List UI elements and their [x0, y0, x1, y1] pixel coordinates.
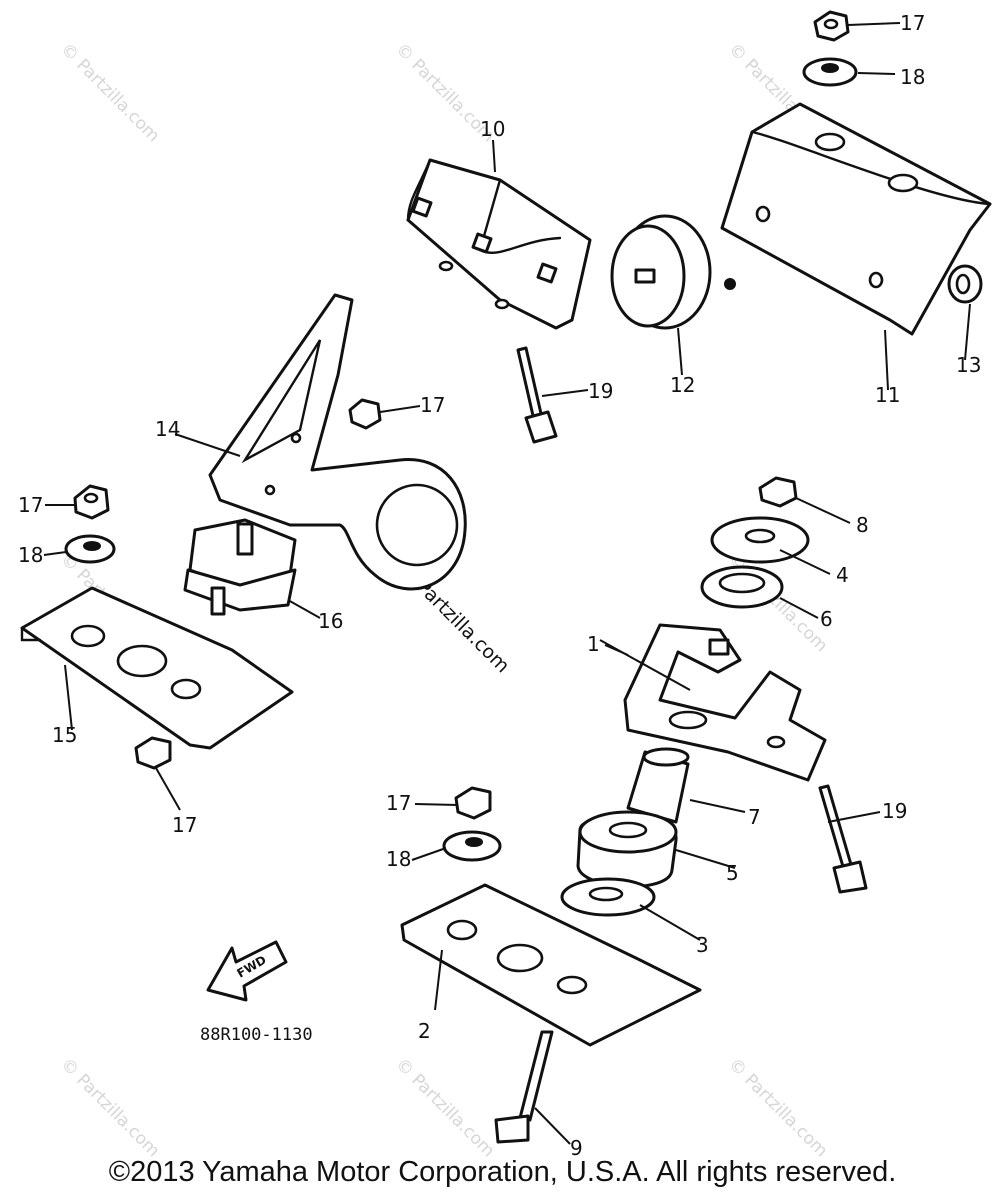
callout-6: 6 — [820, 607, 833, 631]
callout-18-center: 18 — [386, 847, 411, 871]
callout-17-top: 17 — [900, 11, 925, 35]
callout-17-left: 17 — [18, 493, 43, 517]
part-11-cover — [720, 102, 992, 336]
callout-5: 5 — [726, 861, 739, 885]
watermark: © Partzilla.com — [56, 1054, 163, 1161]
callout-3: 3 — [696, 933, 709, 957]
watermark: © Partzilla.com — [724, 1054, 831, 1161]
callout-9: 9 — [570, 1136, 583, 1160]
part-3-washer — [560, 877, 656, 917]
part-15-plate — [20, 586, 294, 750]
part-6-rubber — [700, 565, 784, 609]
callout-1: 1 — [587, 632, 600, 656]
callout-18-left: 18 — [18, 543, 43, 567]
part-19-bolt — [516, 346, 558, 444]
part-12-horn — [610, 214, 736, 330]
callout-12: 12 — [670, 373, 695, 397]
callout-17-center: 17 — [386, 791, 411, 815]
callout-16: 16 — [318, 609, 343, 633]
part-7-collar — [626, 747, 690, 824]
part-17-nut — [73, 484, 110, 520]
callout-18-top: 18 — [900, 65, 925, 89]
part-14-bracket — [208, 293, 467, 591]
callout-19-right: 19 — [882, 799, 907, 823]
part-18-washer — [442, 830, 502, 862]
watermark: © Partzilla.com — [56, 39, 163, 146]
part-17-nut — [348, 398, 382, 430]
part-5-rubber — [576, 810, 678, 888]
part-8-nut — [758, 476, 798, 508]
callout-7: 7 — [748, 805, 761, 829]
part-1-bracket — [623, 623, 827, 782]
part-17-nut — [813, 10, 850, 42]
part-13-screw — [947, 264, 983, 304]
part-16-rubber-mount — [183, 518, 297, 616]
part-10-bracket — [406, 158, 592, 330]
part-4-washer — [710, 516, 810, 564]
part-18-washer — [802, 57, 858, 87]
part-17-nut — [134, 736, 172, 770]
callout-14: 14 — [155, 417, 180, 441]
callout-4: 4 — [836, 563, 849, 587]
leader-lines — [43, 22, 971, 1145]
part-17-nut — [454, 786, 492, 820]
copyright-notice: ©2013 Yamaha Motor Corporation, U.S.A. A… — [108, 1156, 897, 1188]
part-18-washer — [64, 534, 116, 564]
forward-arrow-icon: FWD — [206, 940, 288, 1002]
callout-8: 8 — [856, 513, 869, 537]
callout-17-lower-left: 17 — [172, 813, 197, 837]
diagram-code: 88R100-1130 — [200, 1025, 313, 1045]
callout-17-bracket: 17 — [420, 393, 445, 417]
part-9-bolt — [494, 1030, 554, 1144]
callout-19-top: 19 — [588, 379, 613, 403]
callouts: 1 2 3 4 5 6 7 8 9 10 11 12 13 14 15 16 1… — [18, 11, 981, 1160]
part-2-plate — [400, 883, 702, 1047]
callout-10: 10 — [480, 117, 505, 141]
watermark: © Partzilla.com — [391, 1054, 498, 1161]
part-19-bolt — [818, 784, 868, 894]
callout-2: 2 — [418, 1019, 431, 1043]
callout-13: 13 — [956, 353, 981, 377]
callout-15: 15 — [52, 723, 77, 747]
callout-11: 11 — [875, 383, 900, 407]
